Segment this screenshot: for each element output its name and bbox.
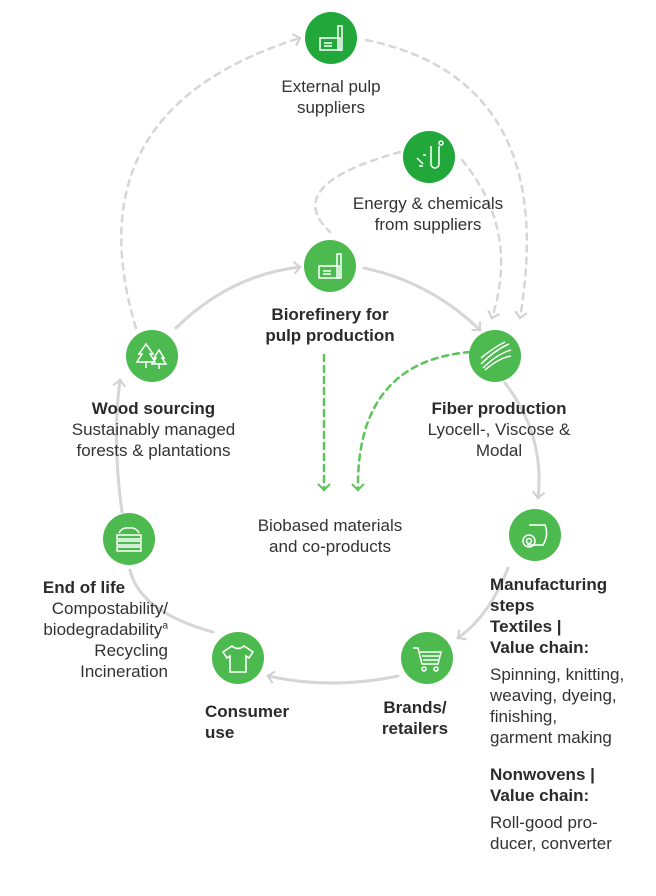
label-line: External pulp <box>281 77 381 96</box>
arrow-wood-to-external <box>120 33 302 330</box>
end-of-life-label: End of life Compostability/ biodegradabi… <box>0 577 168 682</box>
label-line: and co-products <box>269 537 391 556</box>
arrow-fiber-to-biobased <box>351 350 472 492</box>
label-line: pulp production <box>265 326 395 345</box>
consumer-label: Consumer use <box>205 701 325 743</box>
fiber-icon <box>480 341 512 371</box>
arrow-biorefinery-to-fiber <box>362 266 482 332</box>
label-line: steps <box>490 596 535 615</box>
factory-icon <box>319 25 343 51</box>
arrow-fiber-to-manufacturing <box>503 381 546 500</box>
label-line: Biobased materials <box>257 516 403 535</box>
biobased-label: Biobased materials and co-products <box>228 515 432 557</box>
label-line: Value chain: <box>490 786 590 805</box>
fiber-label: Fiber production Lyocell-, Viscose & Mod… <box>404 398 594 461</box>
label-line: ducer, converter <box>490 834 612 853</box>
label-line: Sustainably managed <box>71 420 236 439</box>
arrow-energy-to-fiber <box>460 158 503 320</box>
fiber-title: Fiber production <box>431 399 567 418</box>
label-line: Spinning, knitting, <box>490 665 625 684</box>
label-line: weaving, dyeing, <box>490 686 617 705</box>
label-line: forests & plantations <box>76 441 231 460</box>
tshirt-icon <box>221 645 255 673</box>
label-line: Manufacturing <box>490 575 608 594</box>
brands-label: Brands/ retailers <box>360 697 470 739</box>
wood-label: Wood sourcing Sustainably managed forest… <box>46 398 261 461</box>
trees-icon <box>135 342 168 369</box>
end-of-life-node <box>103 513 155 565</box>
label-line: garment making <box>490 728 612 747</box>
energy-label: Energy & chemicals from suppliers <box>318 193 538 235</box>
factory-icon <box>318 253 342 279</box>
label-line: Roll-good pro- <box>490 813 598 832</box>
arrow-brands-to-consumer <box>266 670 400 685</box>
arrow-endoflife-to-wood <box>112 378 126 514</box>
label-line: Textiles | <box>490 617 562 636</box>
end-of-life-title: End of life <box>42 578 126 597</box>
manufacturing-label: Manufacturing steps Textiles | Value cha… <box>490 574 656 854</box>
arrow-energy-to-biorefinery <box>314 150 402 234</box>
label-line: Value chain: <box>490 638 590 657</box>
label-line: Nonwovens | <box>490 765 595 784</box>
fabric-roll-icon <box>522 524 548 548</box>
chemicals-icon <box>416 140 444 169</box>
label-line: suppliers <box>296 98 366 117</box>
arrow-wood-to-biorefinery <box>174 260 302 330</box>
external-pulp-node <box>305 12 357 64</box>
biorefinery-title: Biorefinery for pulp production <box>215 304 445 346</box>
brands-node <box>401 632 453 684</box>
label-line: Consumer <box>205 702 290 721</box>
label-line: Compostability/ <box>51 599 168 618</box>
arrow-manufacturing-to-brands <box>456 566 510 641</box>
wood-title: Wood sourcing <box>91 399 216 418</box>
layers-icon <box>116 527 142 552</box>
label-line: Lyocell-, Viscose & <box>427 420 571 439</box>
label-line: Incineration <box>80 662 168 681</box>
label-line: biodegradability <box>43 620 163 639</box>
arrow-consumer-to-endoflife <box>128 568 215 634</box>
label-line: Energy & chemicals <box>352 194 504 213</box>
fiber-node <box>469 330 521 382</box>
energy-node <box>403 131 455 183</box>
manufacturing-node <box>509 509 561 561</box>
cart-icon <box>413 647 442 672</box>
label-line: Brands/ <box>383 698 447 717</box>
external-pulp-label: External pulp suppliers <box>231 76 431 118</box>
wood-node <box>126 330 178 382</box>
label-line: finishing, <box>490 707 558 726</box>
label-line: Biorefinery for <box>271 305 389 324</box>
footnote-marker: a <box>162 620 168 632</box>
label-line: retailers <box>381 719 449 738</box>
label-line: use <box>205 723 235 742</box>
biorefinery-node <box>304 240 356 292</box>
label-line: Recycling <box>94 641 168 660</box>
label-line: Modal <box>475 441 523 460</box>
arrow-external-to-fiber <box>364 38 528 320</box>
consumer-node <box>212 632 264 684</box>
label-line: from suppliers <box>374 215 482 234</box>
